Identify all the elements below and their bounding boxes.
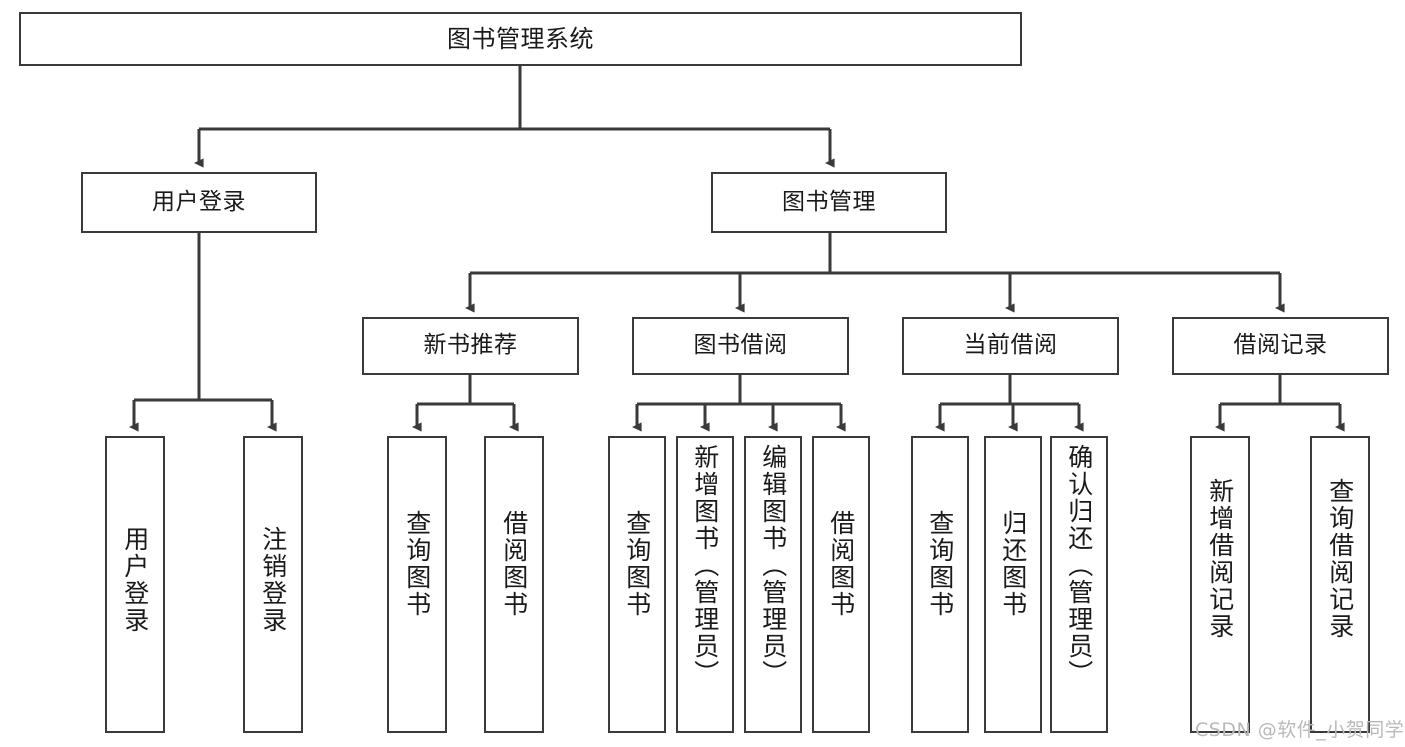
- node-current-borrow[interactable]: 当前借阅: [902, 317, 1119, 375]
- node-leaf-borrow-book-bor[interactable]: 借阅图书: [812, 436, 870, 733]
- node-borrow-record[interactable]: 借阅记录: [1172, 317, 1389, 375]
- node-leaf-query-record-label: 查询借阅记录: [1325, 478, 1355, 640]
- node-user-login[interactable]: 用户登录: [81, 172, 317, 233]
- node-leaf-query-book-bor-label: 查询图书: [622, 510, 652, 618]
- node-user-login-label: 用户登录: [152, 188, 246, 215]
- node-leaf-user-login[interactable]: 用户登录: [105, 436, 165, 733]
- node-new-book-rec[interactable]: 新书推荐: [362, 317, 579, 375]
- node-leaf-edit-book[interactable]: 编辑图书（管理员）: [744, 436, 802, 733]
- node-leaf-logout-label: 注销登录: [258, 526, 288, 634]
- node-leaf-confirm-return[interactable]: 确认归还（管理员）: [1050, 436, 1108, 733]
- node-borrow-record-label: 借阅记录: [1233, 332, 1328, 359]
- node-leaf-query-book-cur[interactable]: 查询图书: [911, 436, 969, 733]
- node-new-book-rec-label: 新书推荐: [423, 332, 518, 359]
- node-leaf-return-book-label: 归还图书: [998, 510, 1028, 618]
- node-leaf-borrow-book-bor-label: 借阅图书: [826, 510, 856, 618]
- node-book-borrow-label: 图书借阅: [693, 332, 788, 359]
- node-book-manage[interactable]: 图书管理: [711, 172, 947, 233]
- node-leaf-edit-book-label: 编辑图书（管理员）: [758, 444, 788, 687]
- csdn-watermark: CSDN @软件_小贺同学: [1195, 719, 1405, 741]
- node-book-borrow[interactable]: 图书借阅: [632, 317, 849, 375]
- node-leaf-user-login-label: 用户登录: [120, 526, 150, 634]
- node-leaf-add-record-label: 新增借阅记录: [1205, 478, 1235, 640]
- node-leaf-add-book-label: 新增图书（管理员）: [690, 444, 720, 687]
- node-leaf-borrow-book-rec-label: 借阅图书: [499, 510, 529, 618]
- node-leaf-add-record[interactable]: 新增借阅记录: [1190, 436, 1250, 733]
- node-root[interactable]: 图书管理系统: [19, 12, 1022, 66]
- node-root-label: 图书管理系统: [447, 24, 594, 53]
- node-leaf-query-book-bor[interactable]: 查询图书: [608, 436, 666, 733]
- node-book-manage-label: 图书管理: [782, 188, 876, 215]
- node-leaf-return-book[interactable]: 归还图书: [984, 436, 1042, 733]
- node-leaf-add-book[interactable]: 新增图书（管理员）: [676, 436, 734, 733]
- node-leaf-query-book-rec-label: 查询图书: [402, 510, 432, 618]
- node-leaf-query-book-rec[interactable]: 查询图书: [387, 436, 447, 733]
- node-leaf-logout[interactable]: 注销登录: [243, 436, 303, 733]
- node-leaf-query-book-cur-label: 查询图书: [925, 510, 955, 618]
- node-leaf-confirm-return-label: 确认归还（管理员）: [1064, 444, 1094, 687]
- node-leaf-query-record[interactable]: 查询借阅记录: [1310, 436, 1370, 733]
- node-current-borrow-label: 当前借阅: [963, 332, 1058, 359]
- node-leaf-borrow-book-rec[interactable]: 借阅图书: [484, 436, 544, 733]
